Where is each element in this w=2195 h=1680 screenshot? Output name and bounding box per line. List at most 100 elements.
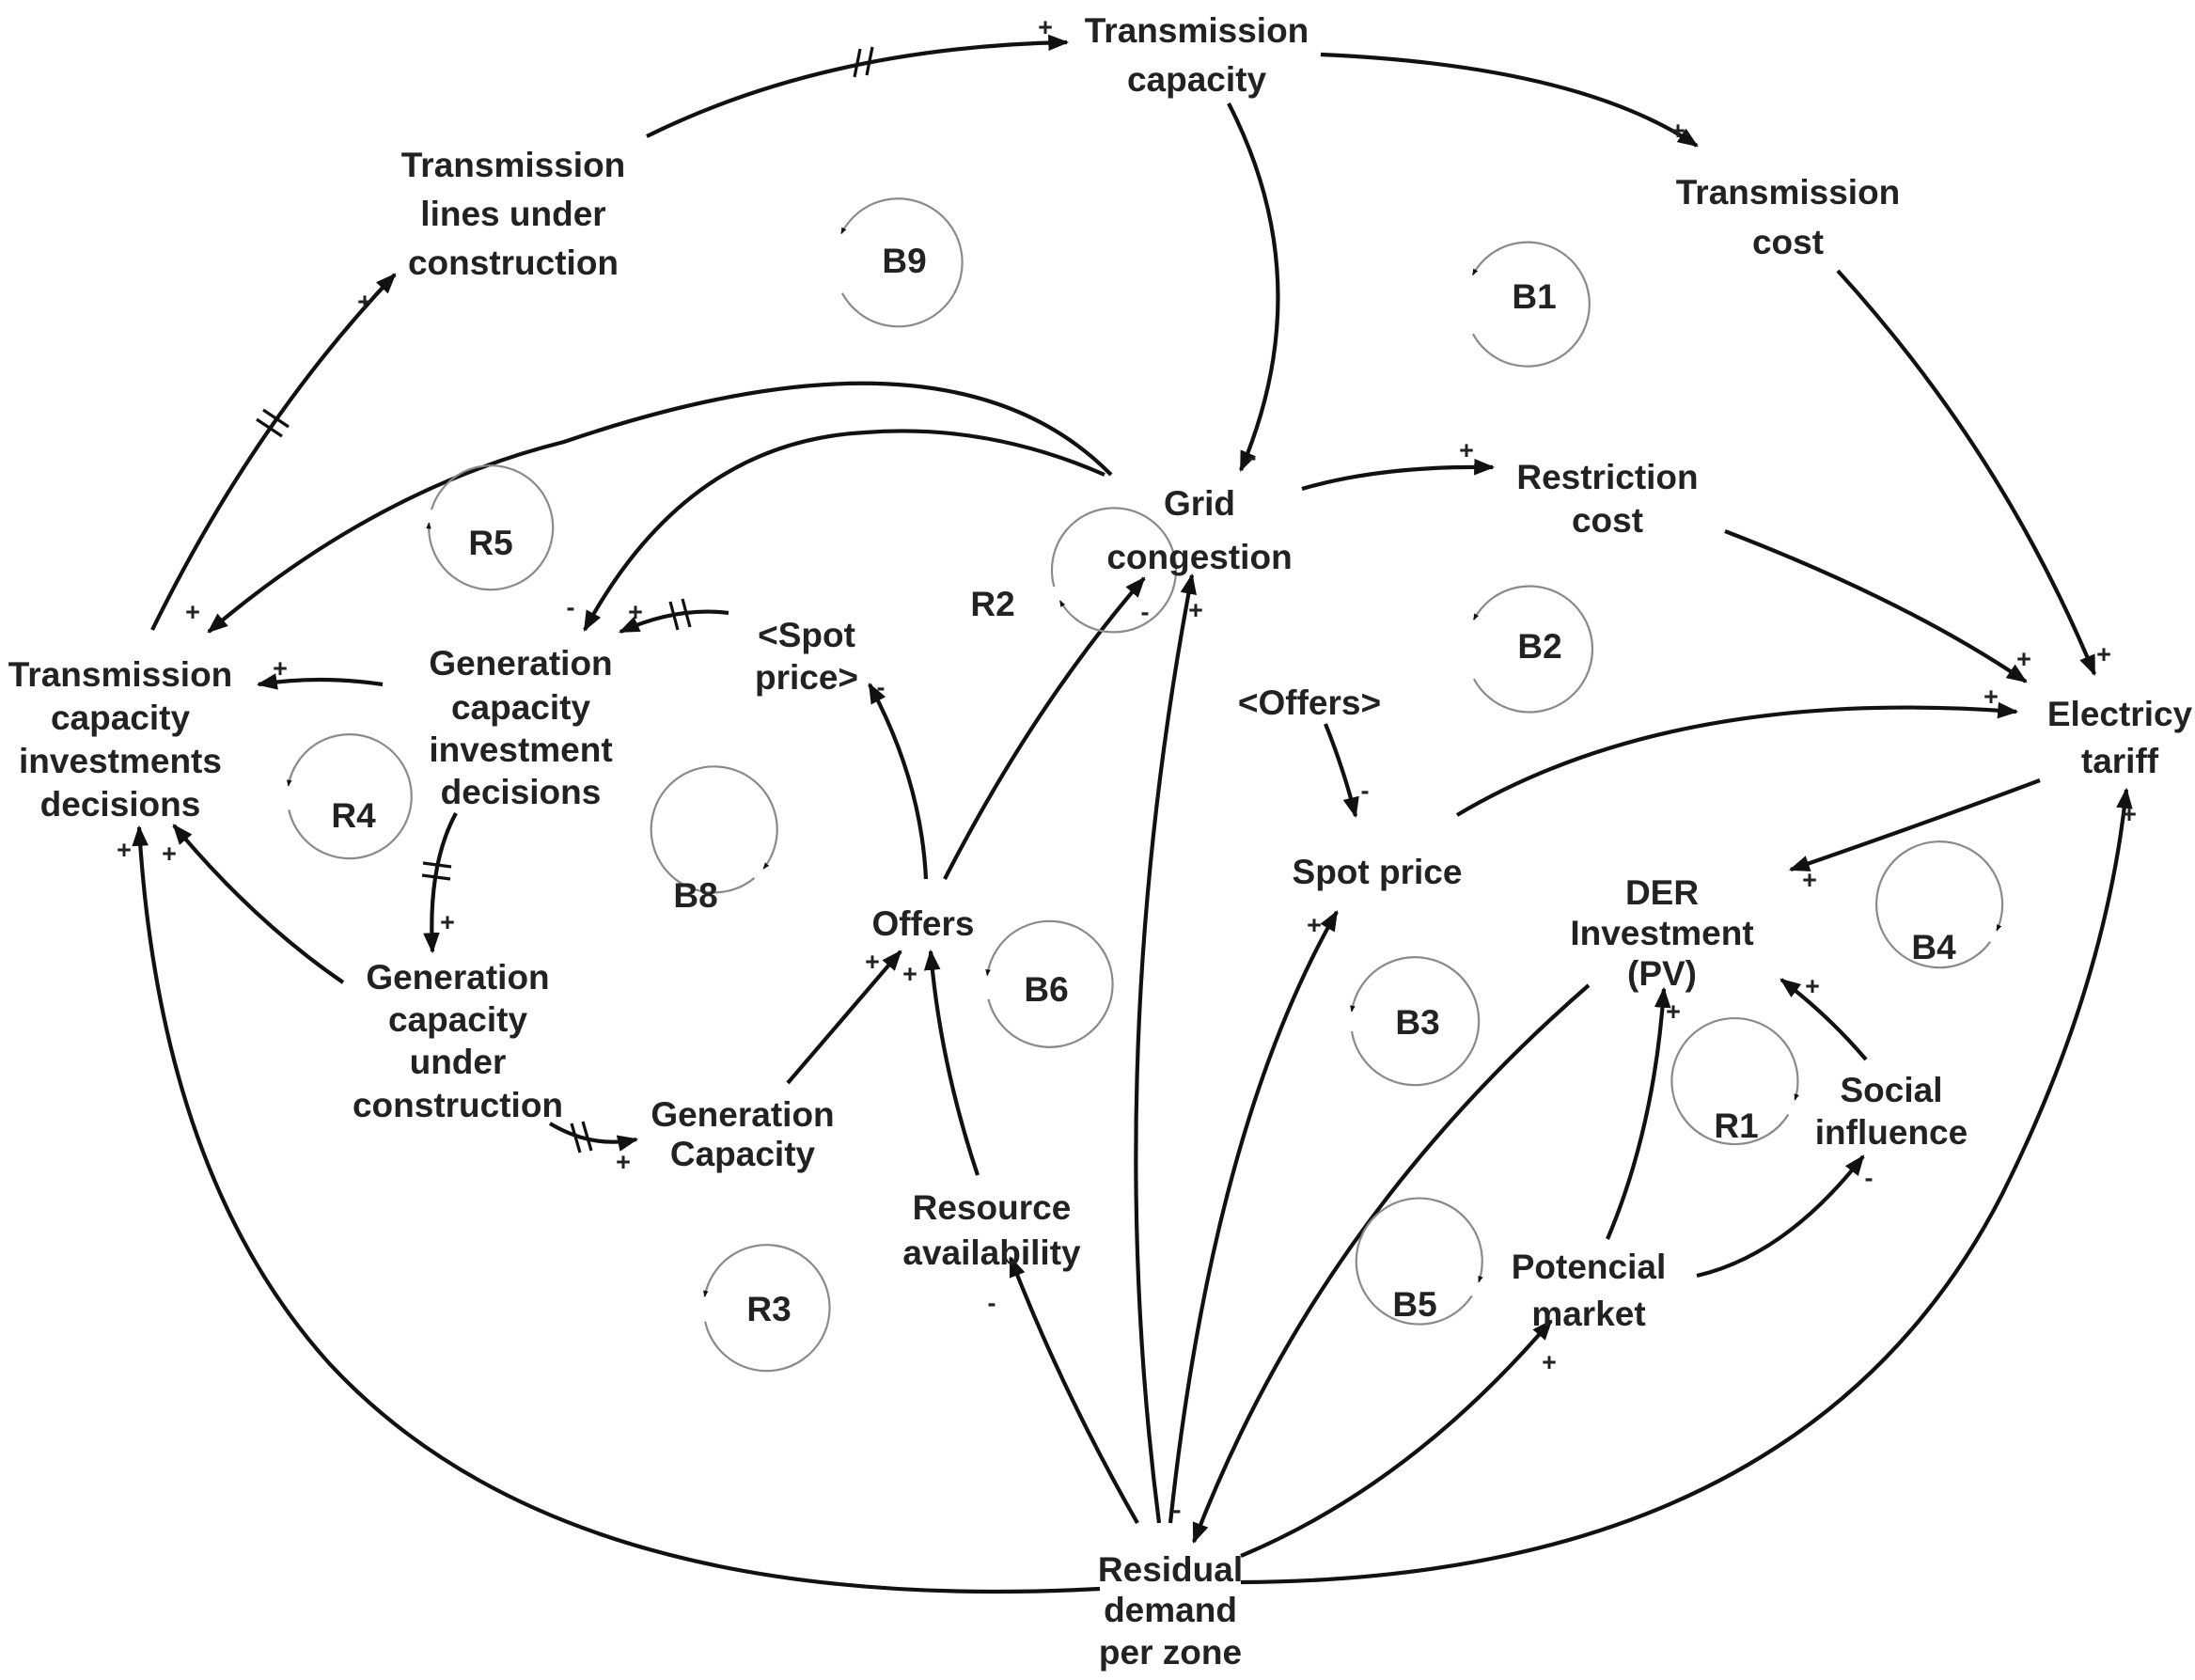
link-residual-demand-to-resource-availability — [1009, 1255, 1139, 1525]
link-potencial-market-to-der-investment — [1606, 986, 1671, 1240]
polarity-sign: - — [1141, 598, 1150, 626]
loop-b2: B2 — [1472, 585, 1594, 714]
polarity-sign: + — [117, 836, 132, 864]
loop-label: B8 — [673, 876, 717, 915]
polarity-sign: + — [902, 960, 917, 988]
delay-mark — [668, 598, 692, 631]
link-social-influence-to-der-investment — [1780, 978, 1868, 1061]
polarity-sign: + — [162, 840, 177, 868]
link-resource-availability-to-offers — [923, 949, 980, 1176]
polarity-sign: + — [1542, 1348, 1557, 1376]
loop-label: B9 — [882, 242, 926, 280]
polarity-sign: + — [273, 654, 288, 683]
loop-label: B6 — [1024, 970, 1068, 1009]
link-generation-under-construction-to-transmission-investments — [172, 824, 345, 984]
loop-r3: R3 — [702, 1244, 831, 1373]
link-residual-demand-to-grid-congestion — [1134, 573, 1197, 1524]
link-offers-to-grid-congestion — [943, 576, 1146, 880]
node-offers-shadow: <Offers> — [1238, 683, 1381, 722]
loop-b3: B3 — [1350, 956, 1481, 1087]
loop-label: R3 — [746, 1290, 791, 1328]
loop-r5: R5 — [426, 464, 555, 591]
link-potencial-market-to-social-influence — [1696, 1154, 1865, 1279]
polarity-sign: + — [1666, 997, 1681, 1026]
link-generation-capacity-to-offers — [786, 950, 902, 1085]
svg-text:Spot price: Spot price — [1293, 853, 1463, 891]
link-generation-investment-to-generation-under-construction — [423, 811, 458, 954]
polarity-sign: + — [1307, 911, 1322, 939]
links — [132, 34, 2133, 1594]
delay-mark — [256, 408, 290, 438]
link-residual-demand-to-electricy-tariff — [1240, 787, 2133, 1585]
polarity-signs: + + - + + + - + + + + + + + - - + + - + … — [117, 13, 2137, 1524]
svg-text:Offers: Offers — [872, 904, 975, 943]
delay-marks — [256, 46, 874, 1154]
loop-label: R5 — [468, 524, 512, 562]
polarity-sign: + — [1038, 13, 1053, 41]
polarity-sign: + — [1459, 436, 1474, 464]
polarity-sign: + — [2016, 645, 2031, 673]
loop-label: R1 — [1714, 1107, 1758, 1145]
polarity-sign: - — [1173, 1496, 1182, 1524]
link-transmission-investments-to-transmission-lines — [150, 273, 397, 631]
loop-label: R4 — [331, 796, 376, 835]
polarity-sign: + — [1188, 596, 1203, 624]
loop-label: B2 — [1517, 627, 1561, 666]
polarity-sign: + — [357, 288, 372, 316]
link-generation-under-construction-to-generation-capacity — [548, 1122, 639, 1152]
loop-b6: B6 — [985, 919, 1114, 1048]
polarity-sign: + — [1805, 972, 1820, 1000]
loop-label: B3 — [1395, 1003, 1439, 1042]
link-spot-price-to-electricy-tariff — [1455, 701, 2019, 817]
link-transmission-capacity-to-grid-congestion — [1227, 102, 1280, 473]
polarity-sign: + — [616, 1148, 631, 1176]
link-grid-congestion-to-generation-investment — [583, 429, 1105, 632]
link-restriction-cost-to-electricy-tariff — [1724, 529, 2028, 683]
link-grid-congestion-to-restriction-cost — [1301, 458, 1496, 492]
loop-b9: B9 — [840, 197, 964, 328]
polarity-sign: + — [440, 908, 455, 936]
delay-mark — [853, 46, 874, 78]
loop-r4: R4 — [287, 733, 413, 860]
svg-text:<Offers>: <Offers> — [1238, 683, 1381, 722]
link-generation-investment-to-transmission-investments — [256, 673, 384, 690]
node-spot-price: Spot price — [1293, 853, 1463, 891]
link-der-investment-to-residual-demand — [1192, 983, 1591, 1545]
polarity-sign: + — [1670, 117, 1685, 145]
polarity-sign: + — [628, 598, 643, 626]
polarity-sign: - — [567, 593, 575, 621]
polarity-sign: - — [877, 673, 886, 701]
polarity-sign: + — [865, 948, 880, 976]
polarity-sign: + — [2122, 800, 2137, 828]
link-offers-to-spot-price-shadow — [868, 683, 929, 880]
loop-b8: B8 — [650, 765, 778, 915]
polarity-sign: + — [2096, 640, 2111, 668]
loop-r1: R1 — [1670, 1017, 1799, 1146]
loop-b5: B5 — [1355, 1197, 1483, 1326]
link-grid-congestion-to-transmission-investments — [207, 381, 1113, 634]
link-residual-demand-to-spot-price — [1168, 910, 1339, 1524]
link-transmission-cost-to-electricy-tariff — [1836, 269, 2096, 677]
polarity-sign: + — [1802, 866, 1817, 894]
polarity-sign: - — [1248, 443, 1257, 471]
